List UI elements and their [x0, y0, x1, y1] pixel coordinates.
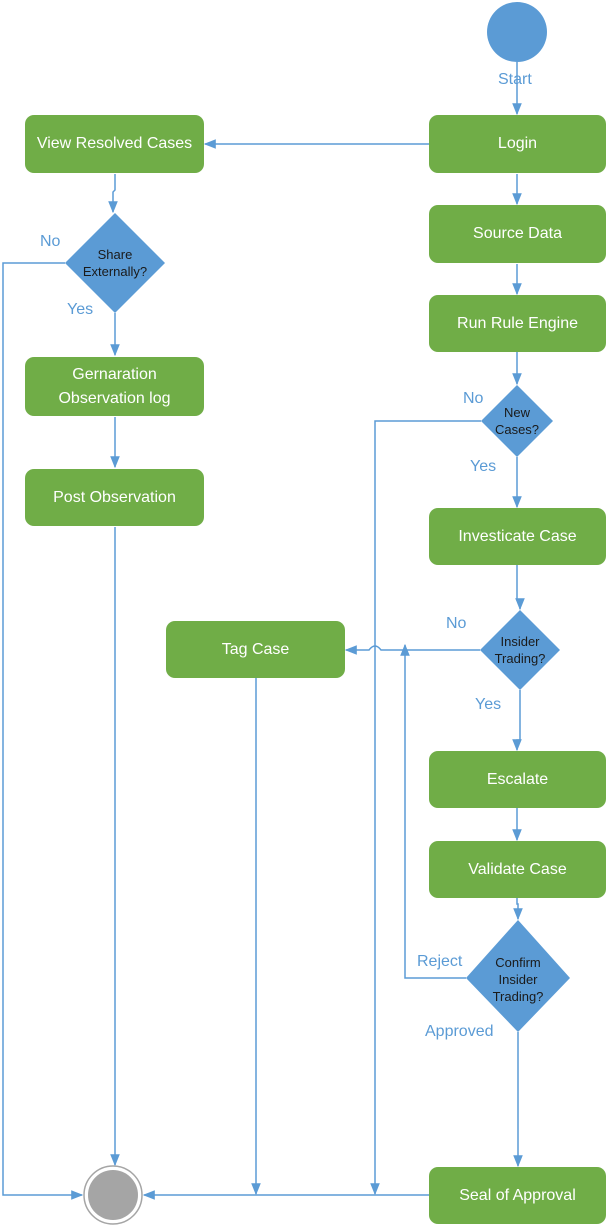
action-validate-case: Validate Case	[429, 841, 606, 898]
start-label: Start	[498, 71, 532, 88]
action-run-rule-engine: Run Rule Engine	[429, 295, 606, 352]
edge-insider-trading-no	[344, 645, 480, 655]
action-source-data: Source Data	[429, 205, 606, 263]
end-node	[88, 1170, 138, 1220]
edge-insider-trading-yes	[512, 690, 522, 752]
edge-label-share-yes: Yes	[67, 301, 94, 318]
action-investigate-case: Investicate Case	[429, 508, 606, 565]
decision-share-externally-label: Share Externally?	[82, 247, 148, 279]
action-generation-observation-log: Gernaration Observation log	[25, 357, 204, 416]
decision-confirm-insider-trading-label: Confirm Insider Trading?	[492, 954, 544, 1004]
decision-new-cases	[481, 385, 553, 457]
action-seal-of-approval: Seal of Approval	[429, 1167, 606, 1224]
action-tag-case: Tag Case	[166, 621, 345, 678]
edge-view-resolved-share	[108, 174, 118, 214]
edge-share-no	[2, 262, 84, 1200]
edge-confirm-reject	[400, 643, 466, 979]
edge-label-insider-no: No	[446, 615, 467, 632]
edge-label-new-cases-no: No	[463, 390, 484, 407]
action-escalate: Escalate	[429, 751, 606, 808]
action-post-observation: Post Observation	[25, 469, 204, 526]
action-login: Login	[429, 115, 606, 173]
edge-label-insider-yes: Yes	[475, 696, 502, 713]
decision-insider-trading	[480, 610, 560, 690]
decision-confirm-insider-trading	[466, 920, 570, 1032]
edge-investigate-insider-trading	[515, 565, 525, 611]
start-node	[487, 2, 547, 62]
decision-share-externally	[65, 213, 165, 313]
edge-label-confirm-reject: Reject	[417, 953, 463, 970]
edge-new-cases-no	[370, 420, 481, 1196]
edge-label-share-no: No	[40, 233, 61, 250]
decision-new-cases-label: New Cases?	[494, 405, 540, 437]
edge-label-confirm-approved: Approved	[425, 1023, 494, 1040]
edge-validate-case-confirm	[513, 898, 523, 921]
action-view-resolved-cases: View Resolved Cases	[25, 115, 204, 173]
decision-insider-trading-label: Insider Trading?	[494, 634, 546, 666]
edge-label-new-cases-yes: Yes	[470, 458, 497, 475]
